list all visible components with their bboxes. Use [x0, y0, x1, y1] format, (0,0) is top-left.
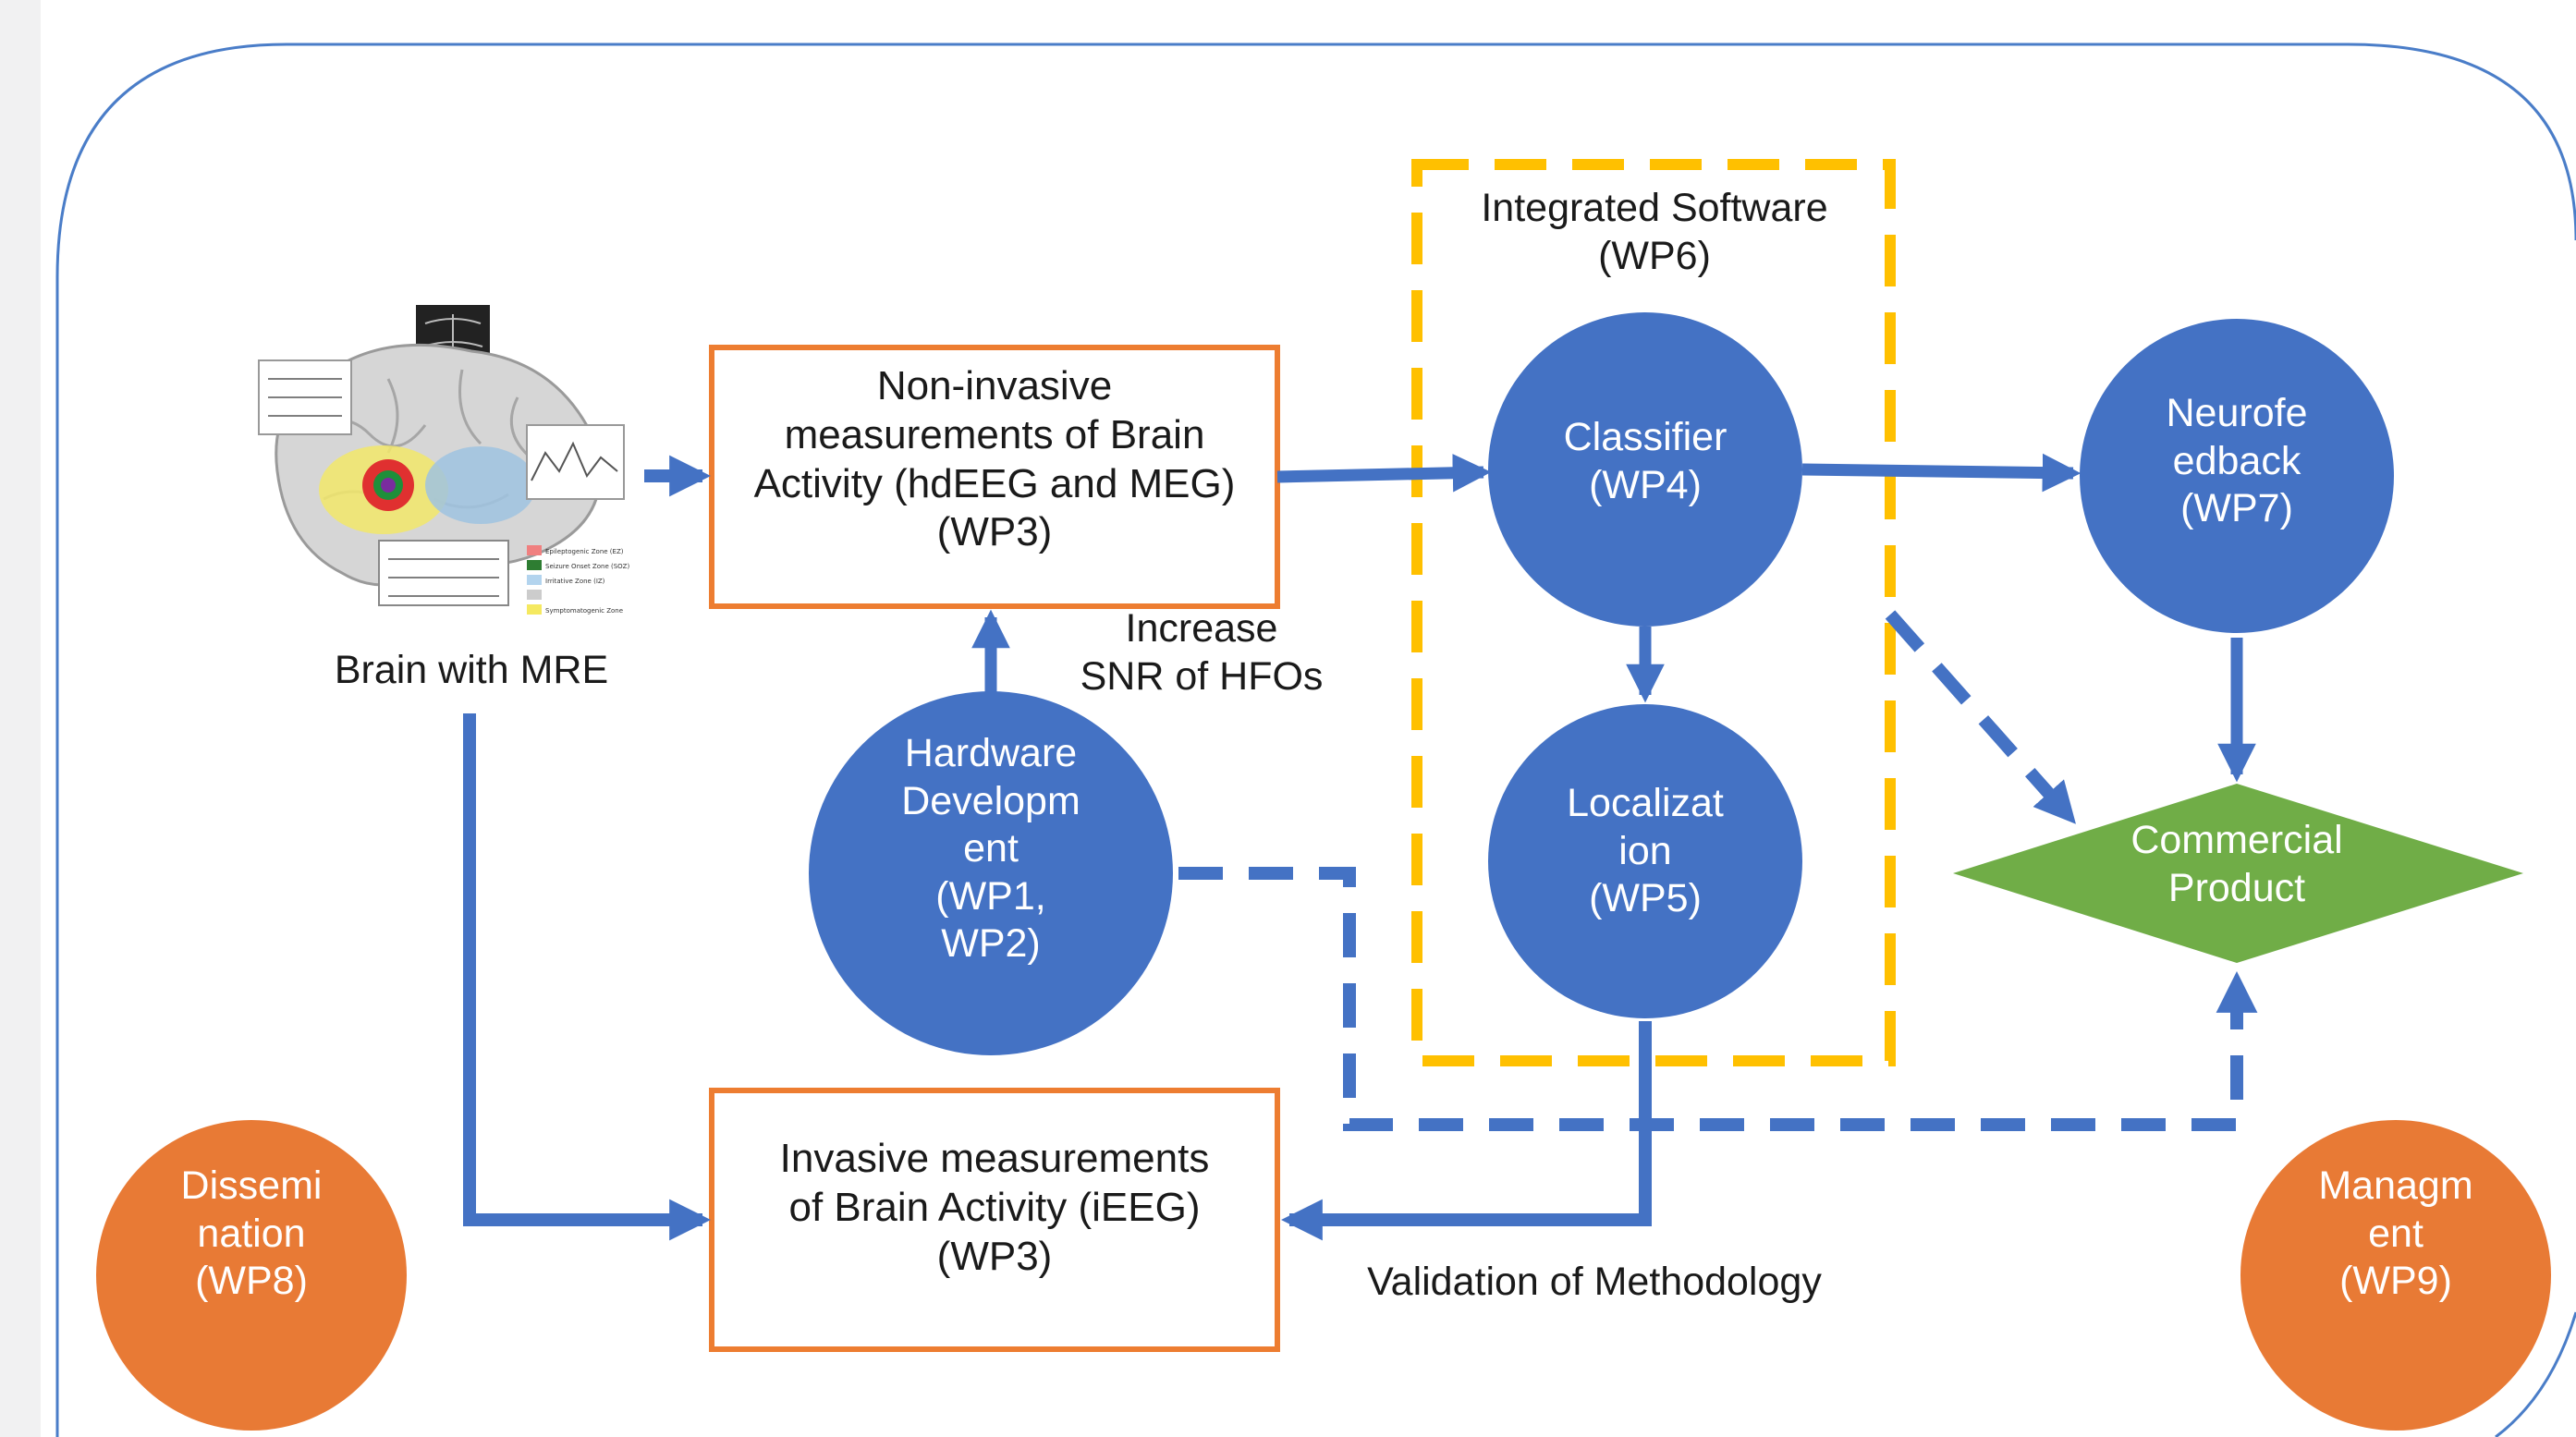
brain-legend-item: Symptomatogenic Zone — [545, 607, 623, 615]
brain-legend-item: Epileptogenic Zone (EZ) — [545, 548, 624, 555]
brain-label: Brain with MRE — [334, 648, 609, 692]
classifier-label: Classifier (WP4) — [1563, 415, 1728, 507]
noninvasive-box — [709, 345, 1280, 609]
hardware-node — [809, 691, 1173, 1055]
arrow-classifier-to-neurofeedback — [1801, 453, 2082, 493]
arrow-noninvasive-to-classifier — [1276, 453, 1492, 493]
integrated-software-box — [1411, 159, 1896, 1066]
brain-legend: Epileptogenic Zone (EZ) Seizure Onset Zo… — [527, 545, 629, 615]
arrow-brain-to-invasive — [463, 713, 711, 1241]
localization-label: Localizat ion (WP5) — [1567, 781, 1724, 921]
dashed-arrow-hardware-to-commercial — [1178, 867, 2258, 1131]
commercial-product-node — [1953, 784, 2523, 963]
dissemination-node — [96, 1120, 407, 1431]
brain-mri-illustration-icon: Epileptogenic Zone (EZ) Seizure Onset Zo… — [258, 305, 629, 615]
arrow-localization-to-invasive — [1281, 1021, 1652, 1241]
localization-node — [1488, 704, 1802, 1018]
outer-frame — [55, 43, 2576, 1437]
classifier-node — [1488, 312, 1802, 627]
dissemination-label: Dissemi nation (WP8) — [180, 1163, 323, 1304]
integrated-software-label: Integrated Software (WP6) — [1481, 186, 1828, 278]
validation-label: Validation of Methodology — [1367, 1260, 1822, 1304]
commercial-product-label: Commercial Product — [2130, 818, 2343, 910]
brain-legend-item: Irritative Zone (IZ) — [545, 578, 605, 585]
management-label: Managm ent (WP9) — [2318, 1163, 2473, 1304]
outer-frame-bottom-right — [2495, 1311, 2576, 1437]
hardware-label: Hardware Developm ent (WP1, WP2) — [901, 731, 1080, 967]
management-node — [2240, 1120, 2551, 1431]
brain-legend-item: Seizure Onset Zone (SOZ) — [545, 563, 629, 570]
neurofeedback-node — [2080, 319, 2394, 633]
neurofeedback-label: Neurofe edback (WP7) — [2166, 391, 2308, 531]
dashed-arrow-software-to-commercial — [1885, 610, 2076, 824]
invasive-label: Invasive measurements of Brain Activity … — [779, 1136, 1210, 1279]
noninvasive-label: Non-invasive measurements of Brain Activ… — [753, 363, 1236, 555]
increase-snr-label: Increase SNR of HFOs — [1080, 606, 1324, 699]
invasive-box — [709, 1088, 1280, 1352]
